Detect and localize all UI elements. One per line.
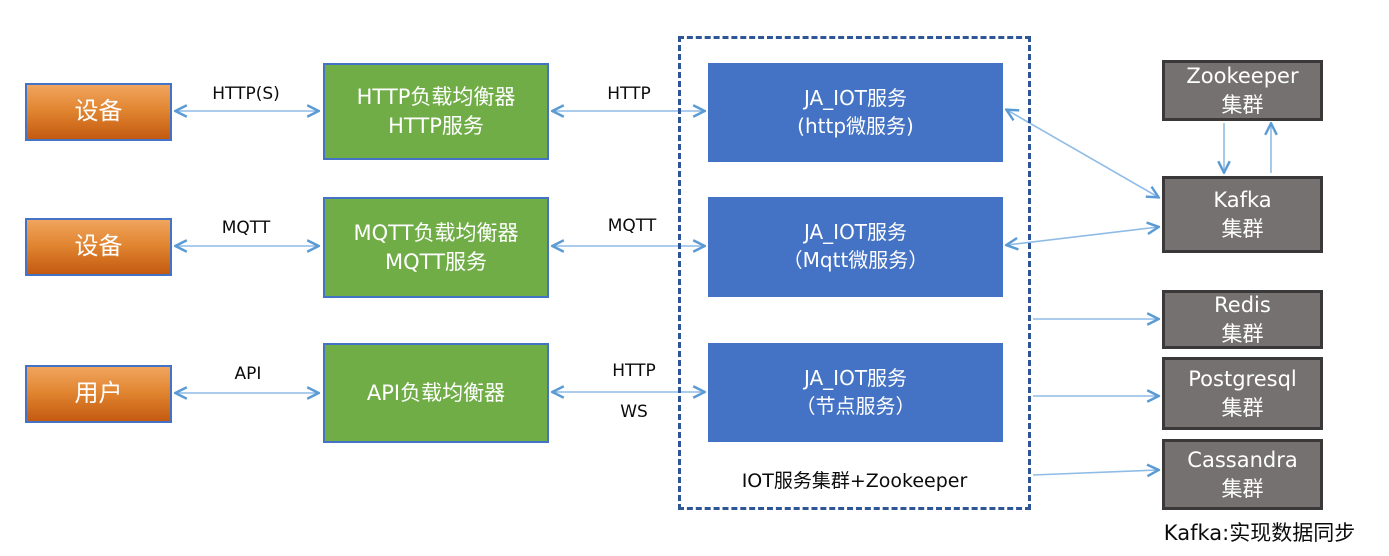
edge-label-http-1: HTTP bbox=[607, 84, 651, 104]
node-device-2: 设备 bbox=[25, 218, 172, 276]
kafka-sync-note: Kafka:实现数据同步 bbox=[1163, 521, 1356, 545]
edge-label-api: API bbox=[234, 364, 262, 384]
edge-label-http-2: HTTP bbox=[612, 361, 656, 381]
edge-label-mqtt-2: MQTT bbox=[607, 216, 657, 236]
arrow-iotmqtt-kafka bbox=[1007, 227, 1158, 245]
node-ja-iot-mqtt-service: JA_IOT服务 （Mqtt微服务） bbox=[708, 197, 1003, 297]
node-user: 用户 bbox=[25, 365, 172, 423]
edge-label-ws: WS bbox=[620, 402, 648, 422]
edge-label-https: HTTP(S) bbox=[212, 84, 280, 104]
node-kafka-cluster: Kafka 集群 bbox=[1162, 176, 1323, 253]
node-ja-iot-http-service: JA_IOT服务 (http微服务) bbox=[708, 63, 1003, 162]
node-device-1: 设备 bbox=[25, 83, 172, 141]
arrow-cluster-cassandra bbox=[1032, 470, 1158, 475]
node-mqtt-load-balancer: MQTT负载均衡器 MQTT服务 bbox=[323, 197, 549, 298]
arrow-iothttp-kafka bbox=[1007, 110, 1158, 197]
iot-service-cluster-container bbox=[678, 36, 1031, 510]
node-zookeeper-cluster: Zookeeper 集群 bbox=[1162, 60, 1323, 121]
cluster-caption: IOT服务集群+Zookeeper bbox=[741, 470, 968, 492]
node-api-load-balancer: API负载均衡器 bbox=[323, 343, 549, 443]
node-postgresql-cluster: Postgresql 集群 bbox=[1162, 357, 1323, 430]
node-redis-cluster: Redis 集群 bbox=[1162, 290, 1323, 349]
node-ja-iot-node-service: JA_IOT服务 （节点服务） bbox=[708, 343, 1003, 442]
node-cassandra-cluster: Cassandra 集群 bbox=[1162, 439, 1323, 510]
edge-label-mqtt-1: MQTT bbox=[221, 218, 271, 238]
node-http-load-balancer: HTTP负载均衡器 HTTP服务 bbox=[323, 63, 549, 160]
